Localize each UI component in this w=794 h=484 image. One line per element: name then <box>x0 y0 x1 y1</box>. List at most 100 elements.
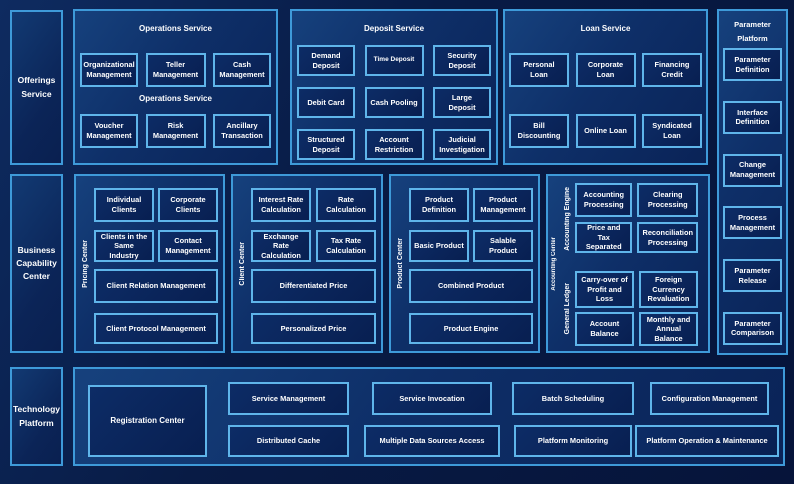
pricing-center-label: Pricing Center <box>81 239 89 288</box>
node-configuration-management: Configuration Management <box>650 382 769 415</box>
node-judicial-investigation: Judicial Investigation <box>433 129 491 160</box>
node-platform-operation-maintenance: Platform Operation & Maintenance <box>635 425 779 457</box>
panel-product-center: Product Center Product Definition Produc… <box>389 174 540 353</box>
node-interface-definition: Interface Definition <box>723 100 782 134</box>
loan-row-1: Personal Loan Corporate Loan Financing C… <box>509 53 702 87</box>
node-reconciliation-processing: Reconciliation Processing <box>637 222 698 253</box>
node-batch-scheduling: Batch Scheduling <box>512 382 634 415</box>
node-clients-in-the-same-industry: Clients in the Same Industry <box>94 230 154 262</box>
node-differentiated-price: Differentiated Price <box>251 269 376 303</box>
panel-technology-platform: Registration Center Service Management S… <box>73 367 785 466</box>
node-interest-rate-calculation: Interest Rate Calculation <box>251 188 311 222</box>
general-ledger-grid: Carry-over of Profit and Loss Foreign Cu… <box>575 271 698 346</box>
accounting-engine-label: Accounting Engine <box>564 186 571 251</box>
panel-operations-service: Operations Service Organizational Manage… <box>73 9 278 165</box>
node-product-management: Product Management <box>473 188 533 222</box>
panel-deposit-service: Deposit Service Demand Deposit Time Depo… <box>290 9 498 165</box>
node-process-management: Process Management <box>723 206 782 240</box>
node-salable-product: Salable Product <box>473 230 533 262</box>
node-parameter-release: Parameter Release <box>723 259 782 293</box>
node-multiple-data-sources-access: Multiple Data Sources Access <box>364 425 500 457</box>
node-price-and-tax-separated: Price and Tax Separated <box>575 222 633 253</box>
node-corporate-clients: Corporate Clients <box>158 188 218 222</box>
node-platform-monitoring: Platform Monitoring <box>514 425 632 457</box>
node-debit-card: Debit Card <box>297 87 355 118</box>
node-parameter-comparison: Parameter Comparison <box>723 311 782 345</box>
panel-parameter-platform: Parameter Platform Parameter Definition … <box>717 9 788 355</box>
node-time-deposit: Time Deposit <box>364 45 424 76</box>
node-service-management: Service Management <box>228 382 349 415</box>
node-exchange-rate-calculation: Exchange Rate Calculation <box>251 230 311 262</box>
node-client-protocol-management: Client Protocol Management <box>94 313 218 344</box>
node-parameter-definition: Parameter Definition <box>723 48 782 81</box>
node-product-definition: Product Definition <box>409 188 469 222</box>
node-accounting-processing: Accounting Processing <box>575 183 633 217</box>
accounting-center-label: Accounting Center <box>551 236 557 291</box>
node-personal-loan: Personal Loan <box>509 53 569 87</box>
node-monthly-and-annual-balance: Monthly and Annual Balance <box>639 312 698 346</box>
node-rate-calculation: Rate Calculation <box>316 188 376 222</box>
node-distributed-cache: Distributed Cache <box>228 425 349 457</box>
node-account-balance: Account Balance <box>575 312 634 346</box>
node-service-invocation: Service Invocation <box>372 382 492 415</box>
node-product-engine: Product Engine <box>409 313 533 344</box>
loan-row-2: Bill Discounting Online Loan Syndicated … <box>509 114 702 148</box>
pricing-row-1: Individual Clients Corporate Clients <box>94 188 218 222</box>
node-combined-product: Combined Product <box>409 269 533 303</box>
client-center-label: Client Center <box>238 241 246 286</box>
node-contact-management: Contact Management <box>158 230 218 262</box>
node-carry-over-of-profit-and-loss: Carry-over of Profit and Loss <box>575 271 634 308</box>
node-cash-management: Cash Management <box>213 53 271 87</box>
panel-pricing-center: Pricing Center Individual Clients Corpor… <box>74 174 225 353</box>
node-structured-deposit: Structured Deposit <box>297 129 355 160</box>
node-online-loan: Online Loan <box>575 114 636 148</box>
node-client-relation-management: Client Relation Management <box>94 269 218 303</box>
product-row-2: Basic Product Salable Product <box>409 230 533 262</box>
panel-title: Loan Service <box>580 24 631 33</box>
panel-client-center: Client Center Interest Rate Calculation … <box>231 174 383 353</box>
node-clearing-processing: Clearing Processing <box>637 183 698 217</box>
pricing-row-2: Clients in the Same Industry Contact Man… <box>94 230 218 262</box>
node-tax-rate-calculation: Tax Rate Calculation <box>316 230 376 262</box>
node-large-deposit: Large Deposit <box>433 87 491 118</box>
deposit-row-2: Debit Card Cash Pooling Large Deposit <box>297 87 491 118</box>
node-personalized-price: Personalized Price <box>251 313 376 344</box>
node-foreign-currency-revaluation: Foreign Currency Revaluation <box>639 271 698 308</box>
panel-title: Deposit Service <box>363 24 425 33</box>
accounting-engine-grid: Accounting Processing Clearing Processin… <box>575 183 698 253</box>
node-demand-deposit: Demand Deposit <box>297 45 355 76</box>
parameter-items: Parameter Definition Interface Definitio… <box>723 48 782 345</box>
operations-row-1: Organizational Management Teller Managem… <box>80 53 271 87</box>
node-ancillary-transaction: Ancillary Transaction <box>213 114 271 148</box>
panel-title: Parameter Platform <box>734 20 771 44</box>
node-security-deposit: Security Deposit <box>433 45 491 76</box>
node-corporate-loan: Corporate Loan <box>575 53 636 87</box>
sidebar-offerings-service: Offerings Service <box>10 10 63 165</box>
sidebar-technology-platform: Technology Platform <box>10 367 63 466</box>
panel-loan-service: Loan Service Personal Loan Corporate Loa… <box>503 9 708 165</box>
node-change-management: Change Management <box>723 153 782 187</box>
sidebar-business-capability-center: Business Capability Center <box>10 174 63 353</box>
node-registration-center: Registration Center <box>88 385 207 457</box>
node-cash-pooling: Cash Pooling <box>364 87 424 118</box>
panel-accounting-center: Accounting Center Accounting Engine Acco… <box>546 174 710 353</box>
node-voucher-management: Voucher Management <box>80 114 138 148</box>
panel-subtitle: Operations Service <box>139 94 212 103</box>
product-center-label: Product Center <box>396 238 404 289</box>
node-teller-management: Teller Management <box>145 53 206 87</box>
node-bill-discounting: Bill Discounting <box>509 114 569 148</box>
product-row-1: Product Definition Product Management <box>409 188 533 222</box>
node-individual-clients: Individual Clients <box>94 188 154 222</box>
node-syndicated-loan: Syndicated Loan <box>642 114 702 148</box>
deposit-row-3: Structured Deposit Account Restriction J… <box>297 129 491 160</box>
node-risk-management: Risk Management <box>145 114 206 148</box>
node-financing-credit: Financing Credit <box>642 53 702 87</box>
node-basic-product: Basic Product <box>409 230 469 262</box>
panel-title: Operations Service <box>139 24 212 33</box>
operations-row-2: Voucher Management Risk Management Ancil… <box>80 114 271 148</box>
client-row-2: Exchange Rate Calculation Tax Rate Calcu… <box>251 230 376 262</box>
client-row-1: Interest Rate Calculation Rate Calculati… <box>251 188 376 222</box>
general-ledger-label: General Ledger <box>564 282 571 335</box>
deposit-row-1: Demand Deposit Time Deposit Security Dep… <box>297 45 491 76</box>
